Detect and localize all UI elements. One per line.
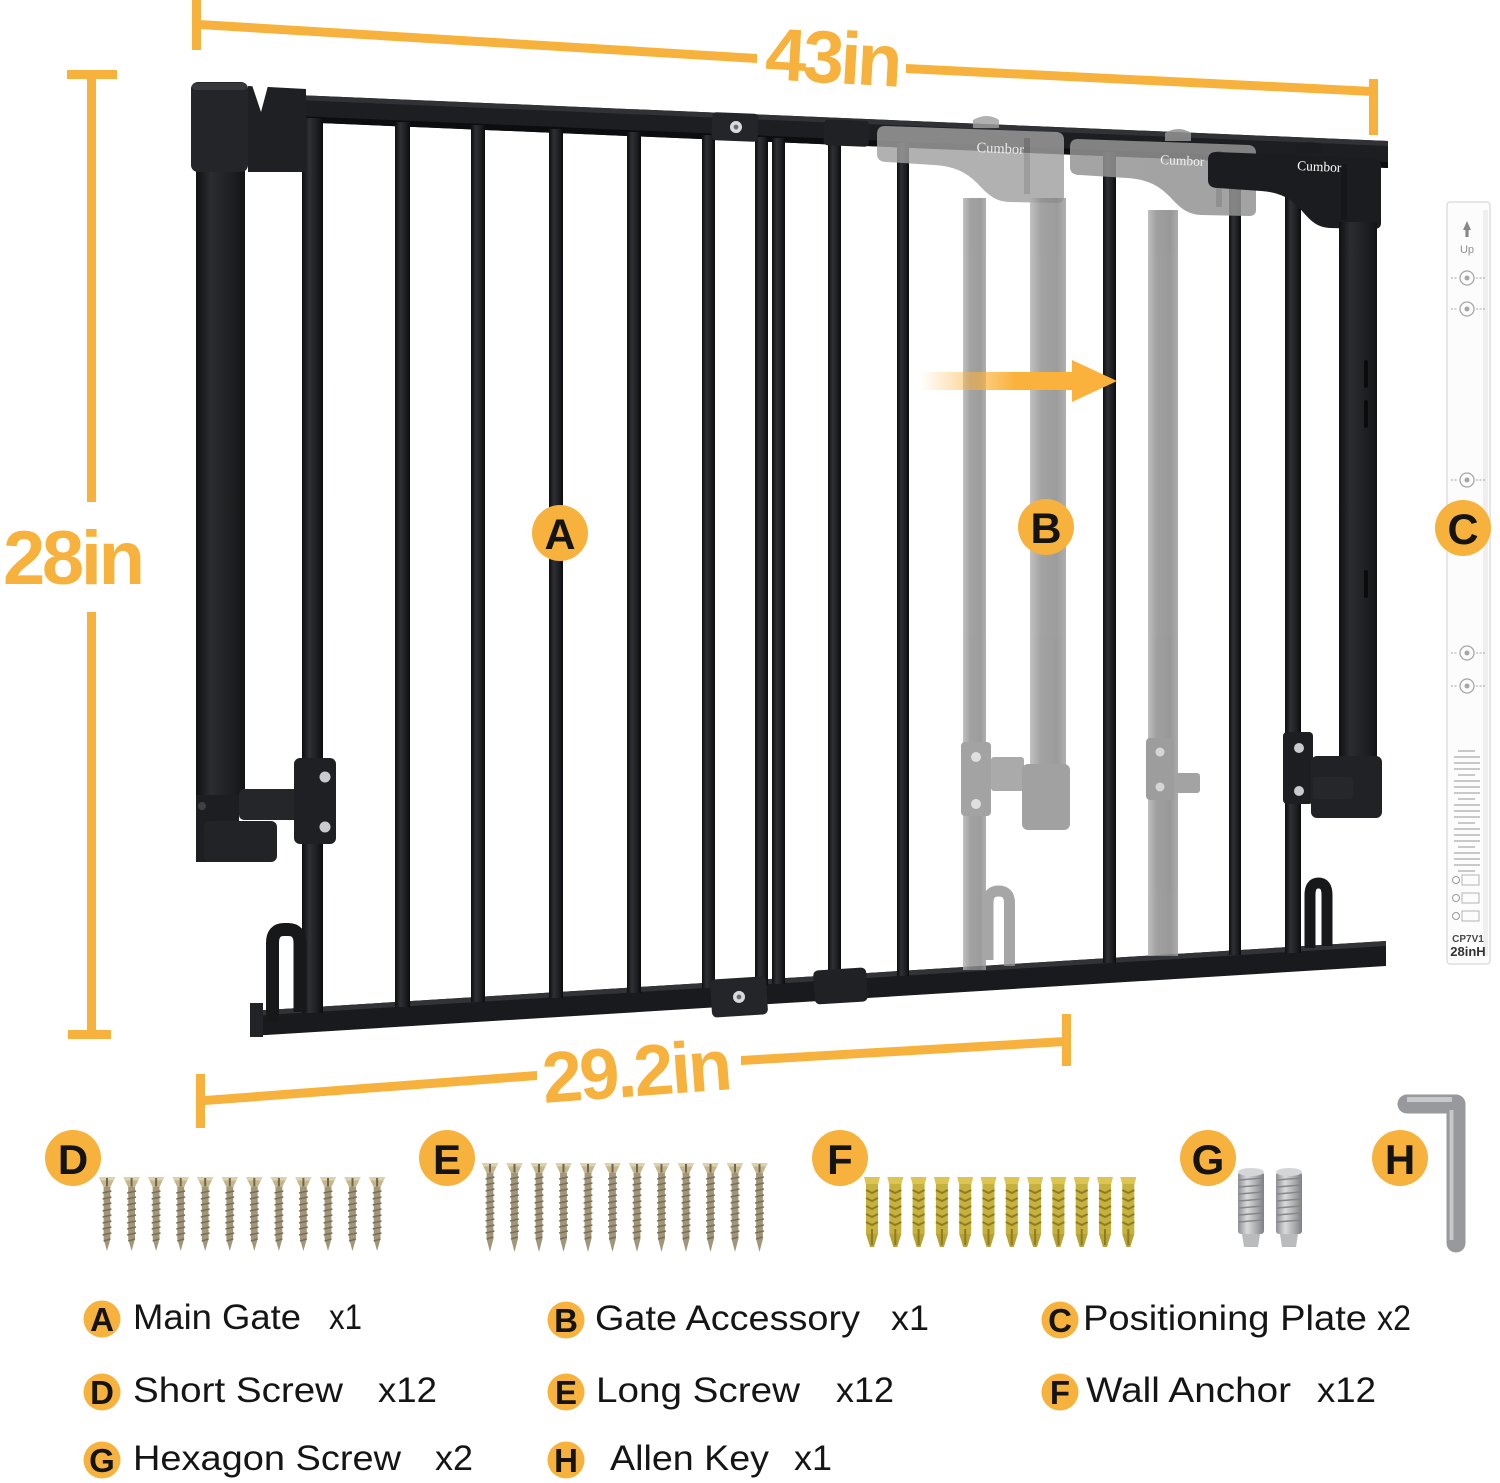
svg-text:C: C	[1447, 506, 1478, 554]
svg-text:Long Screw: Long Screw	[596, 1371, 801, 1410]
svg-text:Cumbor: Cumbor	[1160, 152, 1205, 169]
svg-text:28inH: 28inH	[1450, 944, 1485, 959]
svg-text:Up: Up	[1460, 244, 1474, 256]
svg-text:Allen Key: Allen Key	[610, 1439, 770, 1478]
svg-text:G: G	[89, 1442, 115, 1479]
svg-text:E: E	[433, 1136, 461, 1183]
svg-text:H: H	[554, 1442, 578, 1479]
svg-text:Hexagon Screw: Hexagon Screw	[133, 1439, 402, 1478]
svg-text:F: F	[827, 1136, 853, 1183]
svg-text:A: A	[90, 1301, 114, 1338]
svg-text:x12: x12	[378, 1371, 437, 1410]
svg-text:Gate Accessory: Gate Accessory	[595, 1299, 861, 1338]
svg-text:Wall Anchor: Wall Anchor	[1086, 1371, 1291, 1410]
svg-text:C: C	[1048, 1302, 1072, 1339]
svg-text:E: E	[555, 1374, 577, 1411]
svg-text:x12: x12	[836, 1371, 894, 1410]
svg-text:29.2in: 29.2in	[539, 1025, 734, 1119]
svg-text:Short Screw: Short Screw	[133, 1371, 344, 1410]
svg-text:H: H	[1385, 1136, 1415, 1183]
svg-text:x12: x12	[1317, 1371, 1376, 1410]
svg-text:43in: 43in	[763, 12, 905, 103]
svg-text:x2: x2	[435, 1439, 473, 1478]
svg-text:x1: x1	[891, 1299, 929, 1338]
svg-text:Cumbor: Cumbor	[976, 140, 1024, 158]
svg-text:B: B	[1030, 505, 1061, 553]
svg-text:Main Gate: Main Gate	[133, 1298, 301, 1337]
svg-text:B: B	[554, 1302, 578, 1339]
svg-text:F: F	[1050, 1374, 1070, 1411]
svg-text:x1: x1	[794, 1439, 832, 1478]
svg-text:D: D	[58, 1136, 88, 1183]
svg-text:A: A	[544, 511, 575, 559]
svg-text:CP7V1: CP7V1	[1452, 934, 1484, 945]
svg-text:x1: x1	[329, 1298, 362, 1337]
svg-text:G: G	[1192, 1136, 1225, 1183]
svg-text:x2: x2	[1377, 1299, 1411, 1338]
svg-text:D: D	[90, 1374, 114, 1411]
svg-text:28in: 28in	[3, 516, 145, 601]
svg-text:Cumbor: Cumbor	[1297, 158, 1342, 175]
svg-text:Positioning Plate: Positioning Plate	[1083, 1299, 1367, 1338]
